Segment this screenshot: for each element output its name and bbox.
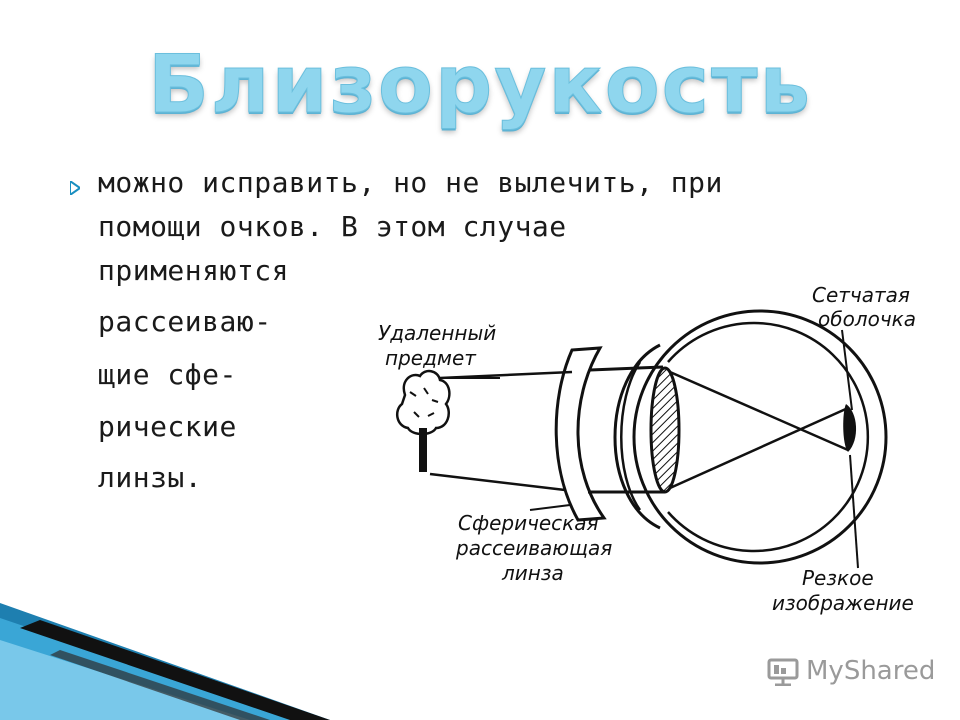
bullet-line-7: линзы. [98, 461, 203, 494]
page-title: Близорукость [147, 38, 813, 132]
crystalline-lens [649, 366, 681, 494]
label-lens-1: Сферическая [458, 511, 599, 535]
label-lens-2: рассеивающая [455, 536, 612, 560]
bullet-line-1: можно исправить, но не вылечить, при [98, 166, 723, 199]
bullet-line-2: помощи очков. В этом случае [98, 210, 567, 243]
label-retina-2: оболочка [818, 307, 916, 331]
label-retina-1: Сетчатая [812, 283, 910, 307]
bullet-line-5: щие сфе- [98, 358, 237, 391]
label-image-2: изображение [772, 591, 914, 615]
presentation-board-icon [767, 658, 799, 686]
bullet-line-3: применяются [98, 254, 289, 287]
watermark-logo: MyShared [766, 656, 935, 686]
label-image-1: Резкое [802, 566, 874, 590]
watermark-text: MyShared [806, 656, 936, 686]
eyeball-outline [632, 309, 888, 565]
bullet-arrow-icon [69, 179, 82, 199]
label-object-1: Удаленный [378, 321, 496, 345]
label-lens-3: линза [501, 561, 564, 585]
label-object-2: предмет [385, 346, 477, 370]
bullet-line-6: рические [98, 410, 237, 443]
tree-icon [395, 369, 451, 472]
bullet-line-4: рассеиваю- [98, 305, 272, 338]
myopia-eye-diagram: Удаленный предмет Сетчатая оболочка Сфер… [378, 283, 916, 615]
